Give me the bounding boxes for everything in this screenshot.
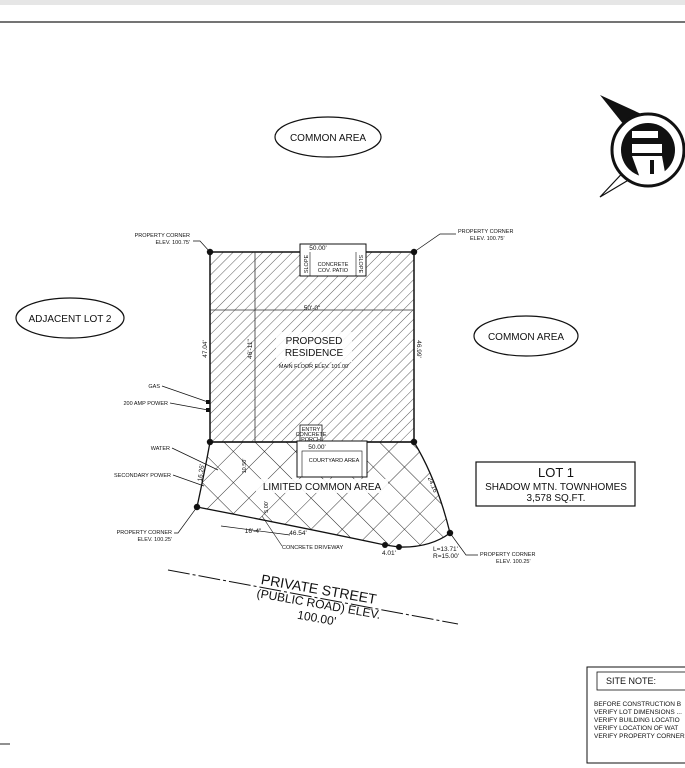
site-note-line-5: VERIFY PROPERTY CORNER xyxy=(594,733,685,740)
limited-common-area-label: LIMITED COMMON AREA xyxy=(263,482,382,493)
common-area-right-ellipse xyxy=(473,315,579,357)
patio-slope-left: SLOPE xyxy=(304,254,310,273)
corner-dot-mid-left xyxy=(206,438,214,446)
residence-floor-note: MAIN FLOOR ELEV. 101.00' xyxy=(279,364,349,370)
lot-subdivision: SHADOW MTN. TOWNHOMES xyxy=(485,482,627,493)
residence-label-line2: RESIDENCE xyxy=(285,348,344,359)
driveway-label: CONCRETE DRIVEWAY xyxy=(282,545,343,551)
site-note-line-3: VERIFY BUILDING LOCATIO xyxy=(594,717,680,724)
courtyard-label: COURTYARD AREA xyxy=(309,458,360,464)
lot-title: LOT 1 xyxy=(538,465,574,480)
dim-bottom-small: 4.01' xyxy=(382,550,396,557)
dim-drive-vertical-a: 10.50' xyxy=(242,459,248,474)
corner-dot-bottom-b xyxy=(396,544,402,550)
lot-info-box xyxy=(475,461,636,507)
site-note-line-4: VERIFY LOCATION OF WAT xyxy=(594,725,678,732)
patio-label-2: COV. PATIO xyxy=(318,268,349,274)
adjacent-lot-label: ADJACENT LOT 2 xyxy=(29,314,112,325)
dim-top-inner: 50'-0" xyxy=(304,305,321,312)
corner-dot-mid-right xyxy=(410,438,418,446)
dim-left-side: 47.04' xyxy=(202,340,209,358)
patio-label-1: CONCRETE xyxy=(318,262,349,268)
residence-label-line1: PROPOSED xyxy=(286,336,343,347)
site-note-line-1: BEFORE CONSTRUCTION B xyxy=(594,701,681,708)
corner-bottom-left-2: ELEV. 100.25' xyxy=(138,537,173,543)
dim-curve-l: L=13.71' xyxy=(433,546,458,553)
dim-driveway-inner: 16'-4" xyxy=(245,528,262,535)
common-area-top-label: COMMON AREA xyxy=(290,133,366,144)
courtyard-dim: 50.00' xyxy=(308,444,326,451)
corner-top-right-2: ELEV. 100.75' xyxy=(470,236,505,242)
site-note-title: SITE NOTE: xyxy=(606,676,656,686)
common-area-top-ellipse xyxy=(274,116,382,158)
utility-secondary-power: SECONDARY POWER xyxy=(114,473,171,479)
utility-gas: GAS xyxy=(148,384,160,390)
limited-common-area xyxy=(196,441,451,548)
patio-slope-right: SLOPE xyxy=(357,255,363,274)
street-label-3: 100.00' xyxy=(296,608,337,629)
corner-bottom-right-1: PROPERTY CORNER xyxy=(480,552,535,558)
entry-label-3: PORCH xyxy=(301,437,321,443)
entry-label-1: ENTRY xyxy=(302,427,321,433)
corner-bottom-right-2: ELEV. 100.25' xyxy=(496,559,531,565)
corner-bottom-left-1: PROPERTY CORNER xyxy=(117,530,172,536)
corner-dot-bottom-a xyxy=(382,542,388,548)
utility-water: WATER xyxy=(151,446,170,452)
street-centerline xyxy=(167,569,459,625)
common-area-right-label: COMMON AREA xyxy=(488,332,564,343)
top-gray-strip xyxy=(0,0,685,5)
corner-top-left-2: ELEV. 100.75' xyxy=(156,240,191,246)
dim-inner-vertical: 46'-11" xyxy=(247,338,254,358)
corner-top-left-1: PROPERTY CORNER xyxy=(135,233,190,239)
dim-drive-vertical-b: 5.00' xyxy=(264,501,270,513)
dim-right-side: 46.99' xyxy=(415,340,422,358)
site-note-line-2: VERIFY LOT DIMENSIONS ... xyxy=(594,709,682,716)
dim-driveway-width: 46.54' xyxy=(289,530,307,537)
entry-label-2: CONCRETE xyxy=(296,432,327,438)
corner-top-right-1: PROPERTY CORNER xyxy=(458,229,513,235)
patio-dim: 50.00' xyxy=(309,245,327,252)
north-arrow-icon xyxy=(599,95,685,198)
lot-area: 3,578 SQ.FT. xyxy=(527,493,586,504)
adjacent-lot-ellipse xyxy=(15,297,125,339)
utility-power: 200 AMP POWER xyxy=(123,401,168,407)
dim-curve-r: R=15.00' xyxy=(433,553,459,560)
covered-patio xyxy=(299,243,367,277)
dim-lca-left: 16.26' xyxy=(197,464,206,482)
